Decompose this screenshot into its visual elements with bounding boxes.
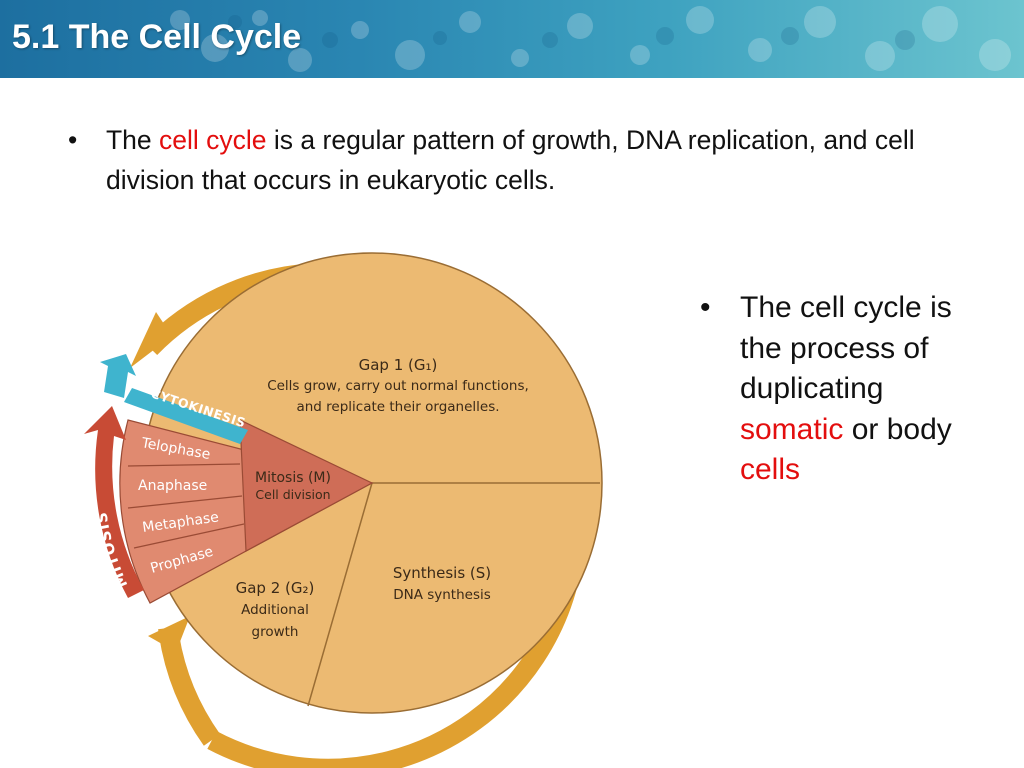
bullet-main-highlight-cell-cycle: cell cycle [159, 125, 267, 155]
phase-anaphase: Anaphase [138, 478, 207, 494]
bullet-side-highlight-somatic: somatic [740, 412, 844, 446]
g2-line2: growth [252, 624, 299, 640]
bullet-main-text: The cell cycle is a regular pattern of g… [106, 120, 1008, 200]
mitosis-section [119, 388, 374, 604]
mitosis-wedge [239, 419, 374, 552]
interphase-arrowhead-top [130, 312, 172, 368]
g1-line1: Cells grow, carry out normal functions, [267, 378, 529, 394]
g1-line2: and replicate their organelles. [296, 399, 499, 415]
bullet-main-text-1: The [106, 125, 160, 155]
bullet-side-text: The cell cycle is the process of duplica… [740, 288, 970, 491]
s-title: Synthesis (S) [393, 564, 491, 582]
bullet-side-text-1: The cell cycle is the process of duplica… [740, 291, 952, 405]
pie-dividers [307, 482, 600, 707]
slide-title: 5.1 The Cell Cycle [12, 18, 302, 56]
cytokinesis-band [124, 388, 248, 444]
bullet-side-highlight-cells: cells [740, 453, 801, 486]
g2-title: Gap 2 (G₂) [236, 579, 315, 597]
mitosis-arrow [84, 406, 144, 598]
cell-cycle-diagram: INTERPHASE MITOSIS Gap 1 (G₁) Cells grow… [84, 203, 603, 768]
header-background-texture [170, 6, 1011, 72]
g2-line1: Additional [241, 602, 309, 618]
bullet-marker: • [68, 125, 78, 155]
m-line1: Cell division [255, 487, 330, 502]
interphase-arrowhead-bottom [148, 616, 190, 652]
bullet-side: • The cell cycle is the process of dupli… [700, 288, 970, 491]
bullet-main-text-2: is a regular pattern of growth, DNA repl… [106, 125, 915, 195]
cytokinesis-arrow [100, 354, 136, 398]
bullet-side-text-2: or body [843, 412, 952, 446]
slide-header: 5.1 The Cell Cycle [0, 0, 1024, 78]
s-line1: DNA synthesis [393, 587, 491, 603]
g1-title: Gap 1 (G₁) [359, 356, 438, 374]
bullet-main: • The cell cycle is a regular pattern of… [68, 120, 1008, 200]
m-title: Mitosis (M) [255, 470, 331, 486]
bullet-marker: • [700, 291, 711, 324]
interphase-label: INTERPHASE [306, 203, 442, 234]
